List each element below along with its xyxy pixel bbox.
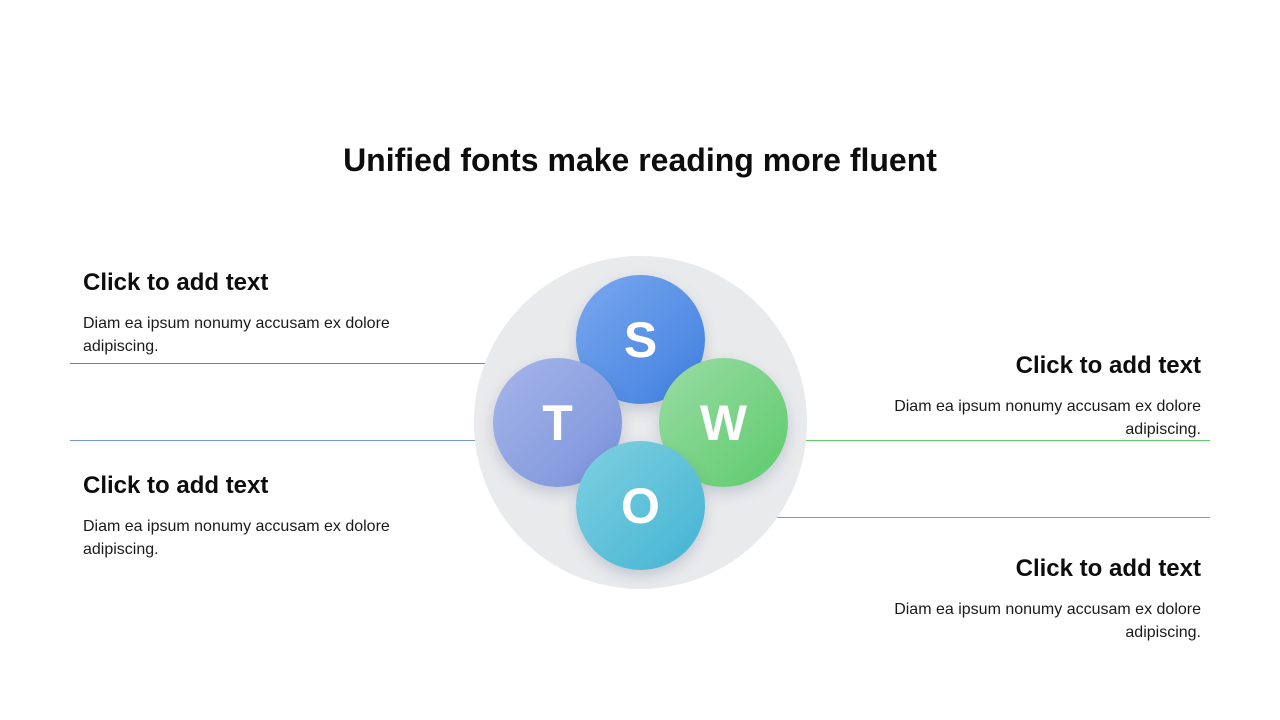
block-body: Diam ea ipsum nonumy accusam ex dolore a…: [83, 518, 390, 558]
swot-circle-o[interactable]: O: [576, 441, 705, 570]
block-heading: Click to add text: [83, 472, 269, 499]
connector-line-o: [700, 517, 1210, 518]
text-block-bottom-left[interactable]: Click to add text Diam ea ipsum nonumy a…: [83, 471, 443, 561]
text-block-top-left[interactable]: Click to add text Diam ea ipsum nonumy a…: [83, 268, 443, 358]
block-heading: Click to add text: [83, 269, 269, 296]
connector-line-s: [70, 363, 540, 364]
text-block-bottom-right[interactable]: Click to add text Diam ea ipsum nonumy a…: [841, 554, 1201, 644]
connector-line-t: [70, 440, 500, 441]
text-block-top-right[interactable]: Click to add text Diam ea ipsum nonumy a…: [841, 351, 1201, 441]
slide-title: Unified fonts make reading more fluent: [343, 142, 937, 178]
block-body: Diam ea ipsum nonumy accusam ex dolore a…: [83, 315, 390, 355]
block-heading: Click to add text: [1015, 555, 1201, 582]
block-body: Diam ea ipsum nonumy accusam ex dolore a…: [894, 601, 1201, 641]
connector-line-w: [780, 440, 1210, 441]
block-body: Diam ea ipsum nonumy accusam ex dolore a…: [894, 398, 1201, 438]
block-heading: Click to add text: [1015, 352, 1201, 379]
